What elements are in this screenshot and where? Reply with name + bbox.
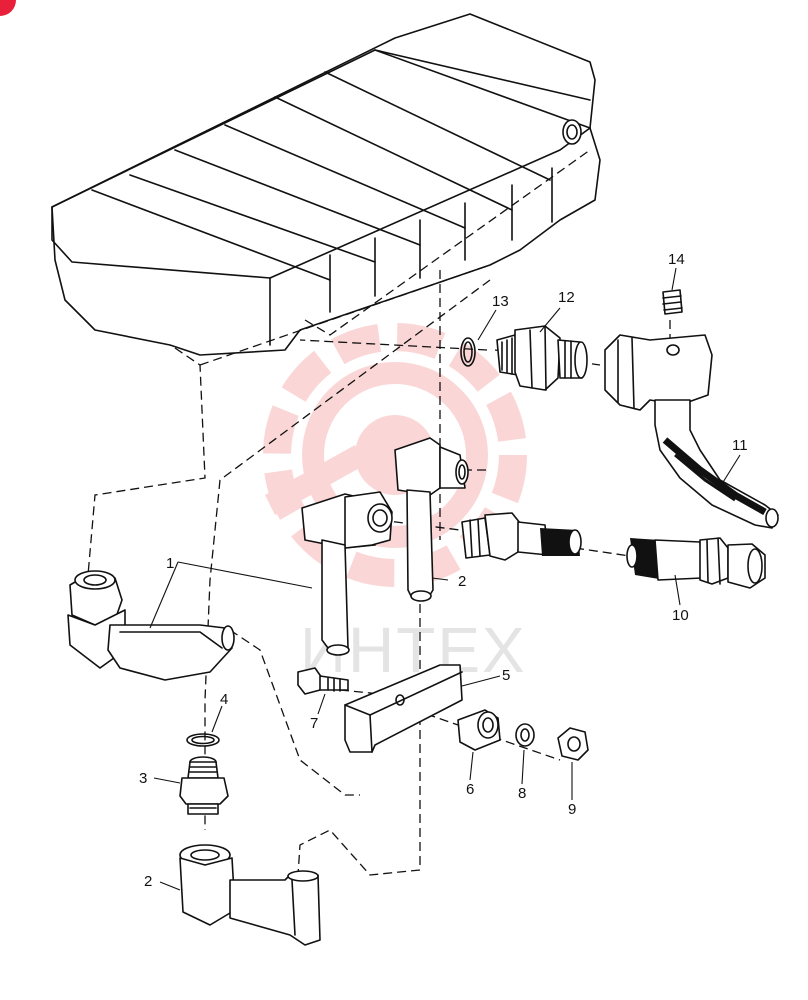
corner-badge-icon bbox=[0, 0, 16, 16]
o-ring-13 bbox=[460, 337, 476, 367]
callout-5: 5 bbox=[502, 667, 510, 684]
callout-2a: 2 bbox=[458, 573, 466, 590]
adapter-12 bbox=[496, 325, 588, 391]
o-ring-4 bbox=[186, 733, 220, 747]
callout-11: 11 bbox=[732, 437, 748, 454]
lock-washer-8 bbox=[515, 723, 535, 747]
adapter-3 bbox=[179, 756, 229, 815]
elbow-tube-1-upper bbox=[301, 491, 393, 656]
callout-2b: 2 bbox=[144, 873, 152, 890]
callout-14: 14 bbox=[668, 251, 685, 268]
callout-6: 6 bbox=[466, 781, 474, 798]
callout-13: 13 bbox=[492, 293, 509, 310]
elbow-tube-1-lower bbox=[67, 570, 235, 681]
callout-12: 12 bbox=[558, 289, 575, 306]
engine-port bbox=[562, 119, 582, 145]
elbow-tube-2-upper bbox=[394, 437, 469, 602]
spacer-6 bbox=[457, 709, 501, 751]
callout-7: 7 bbox=[310, 715, 318, 732]
callout-3: 3 bbox=[139, 770, 147, 787]
bracket-5 bbox=[344, 664, 463, 753]
elbow-tube-2-lower bbox=[179, 844, 321, 946]
plug-14 bbox=[662, 289, 683, 315]
callout-4: 4 bbox=[220, 691, 228, 708]
callout-10: 10 bbox=[672, 607, 689, 624]
nut-9 bbox=[557, 727, 589, 761]
hose-assembly-10 bbox=[461, 512, 766, 589]
leader-lines bbox=[149, 267, 741, 891]
engine-block bbox=[51, 13, 601, 576]
callout-8: 8 bbox=[518, 785, 526, 802]
callout-1a: 1 bbox=[166, 555, 174, 572]
elbow-hose-11 bbox=[604, 334, 779, 529]
bolt-7 bbox=[297, 667, 349, 695]
callout-9: 9 bbox=[568, 801, 576, 818]
